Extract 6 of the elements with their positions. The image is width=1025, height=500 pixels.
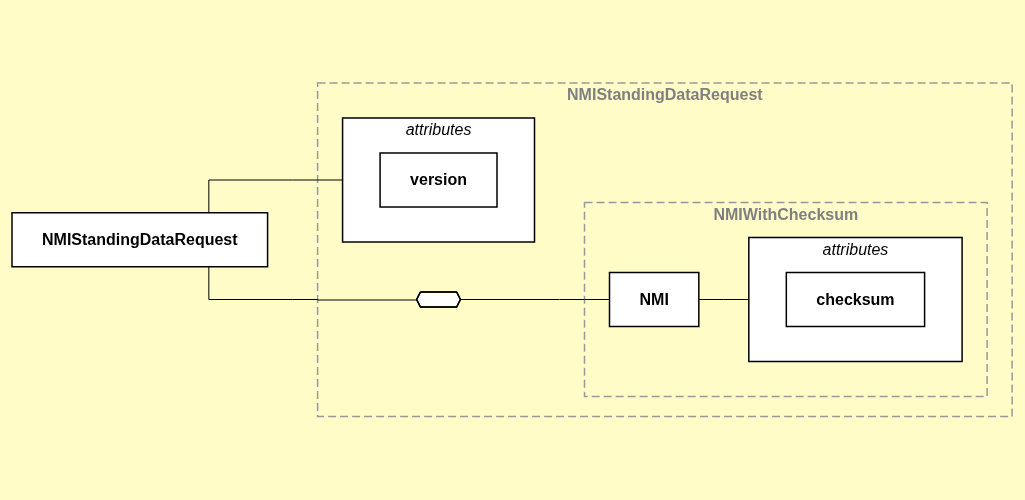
- node-box: NMIStandingDataRequest: [11, 212, 269, 268]
- connector: [208, 266, 419, 301]
- node-box: checksum: [786, 272, 926, 328]
- node-box: NMI: [609, 272, 701, 328]
- node-box: version: [379, 152, 499, 208]
- connector: [208, 179, 344, 214]
